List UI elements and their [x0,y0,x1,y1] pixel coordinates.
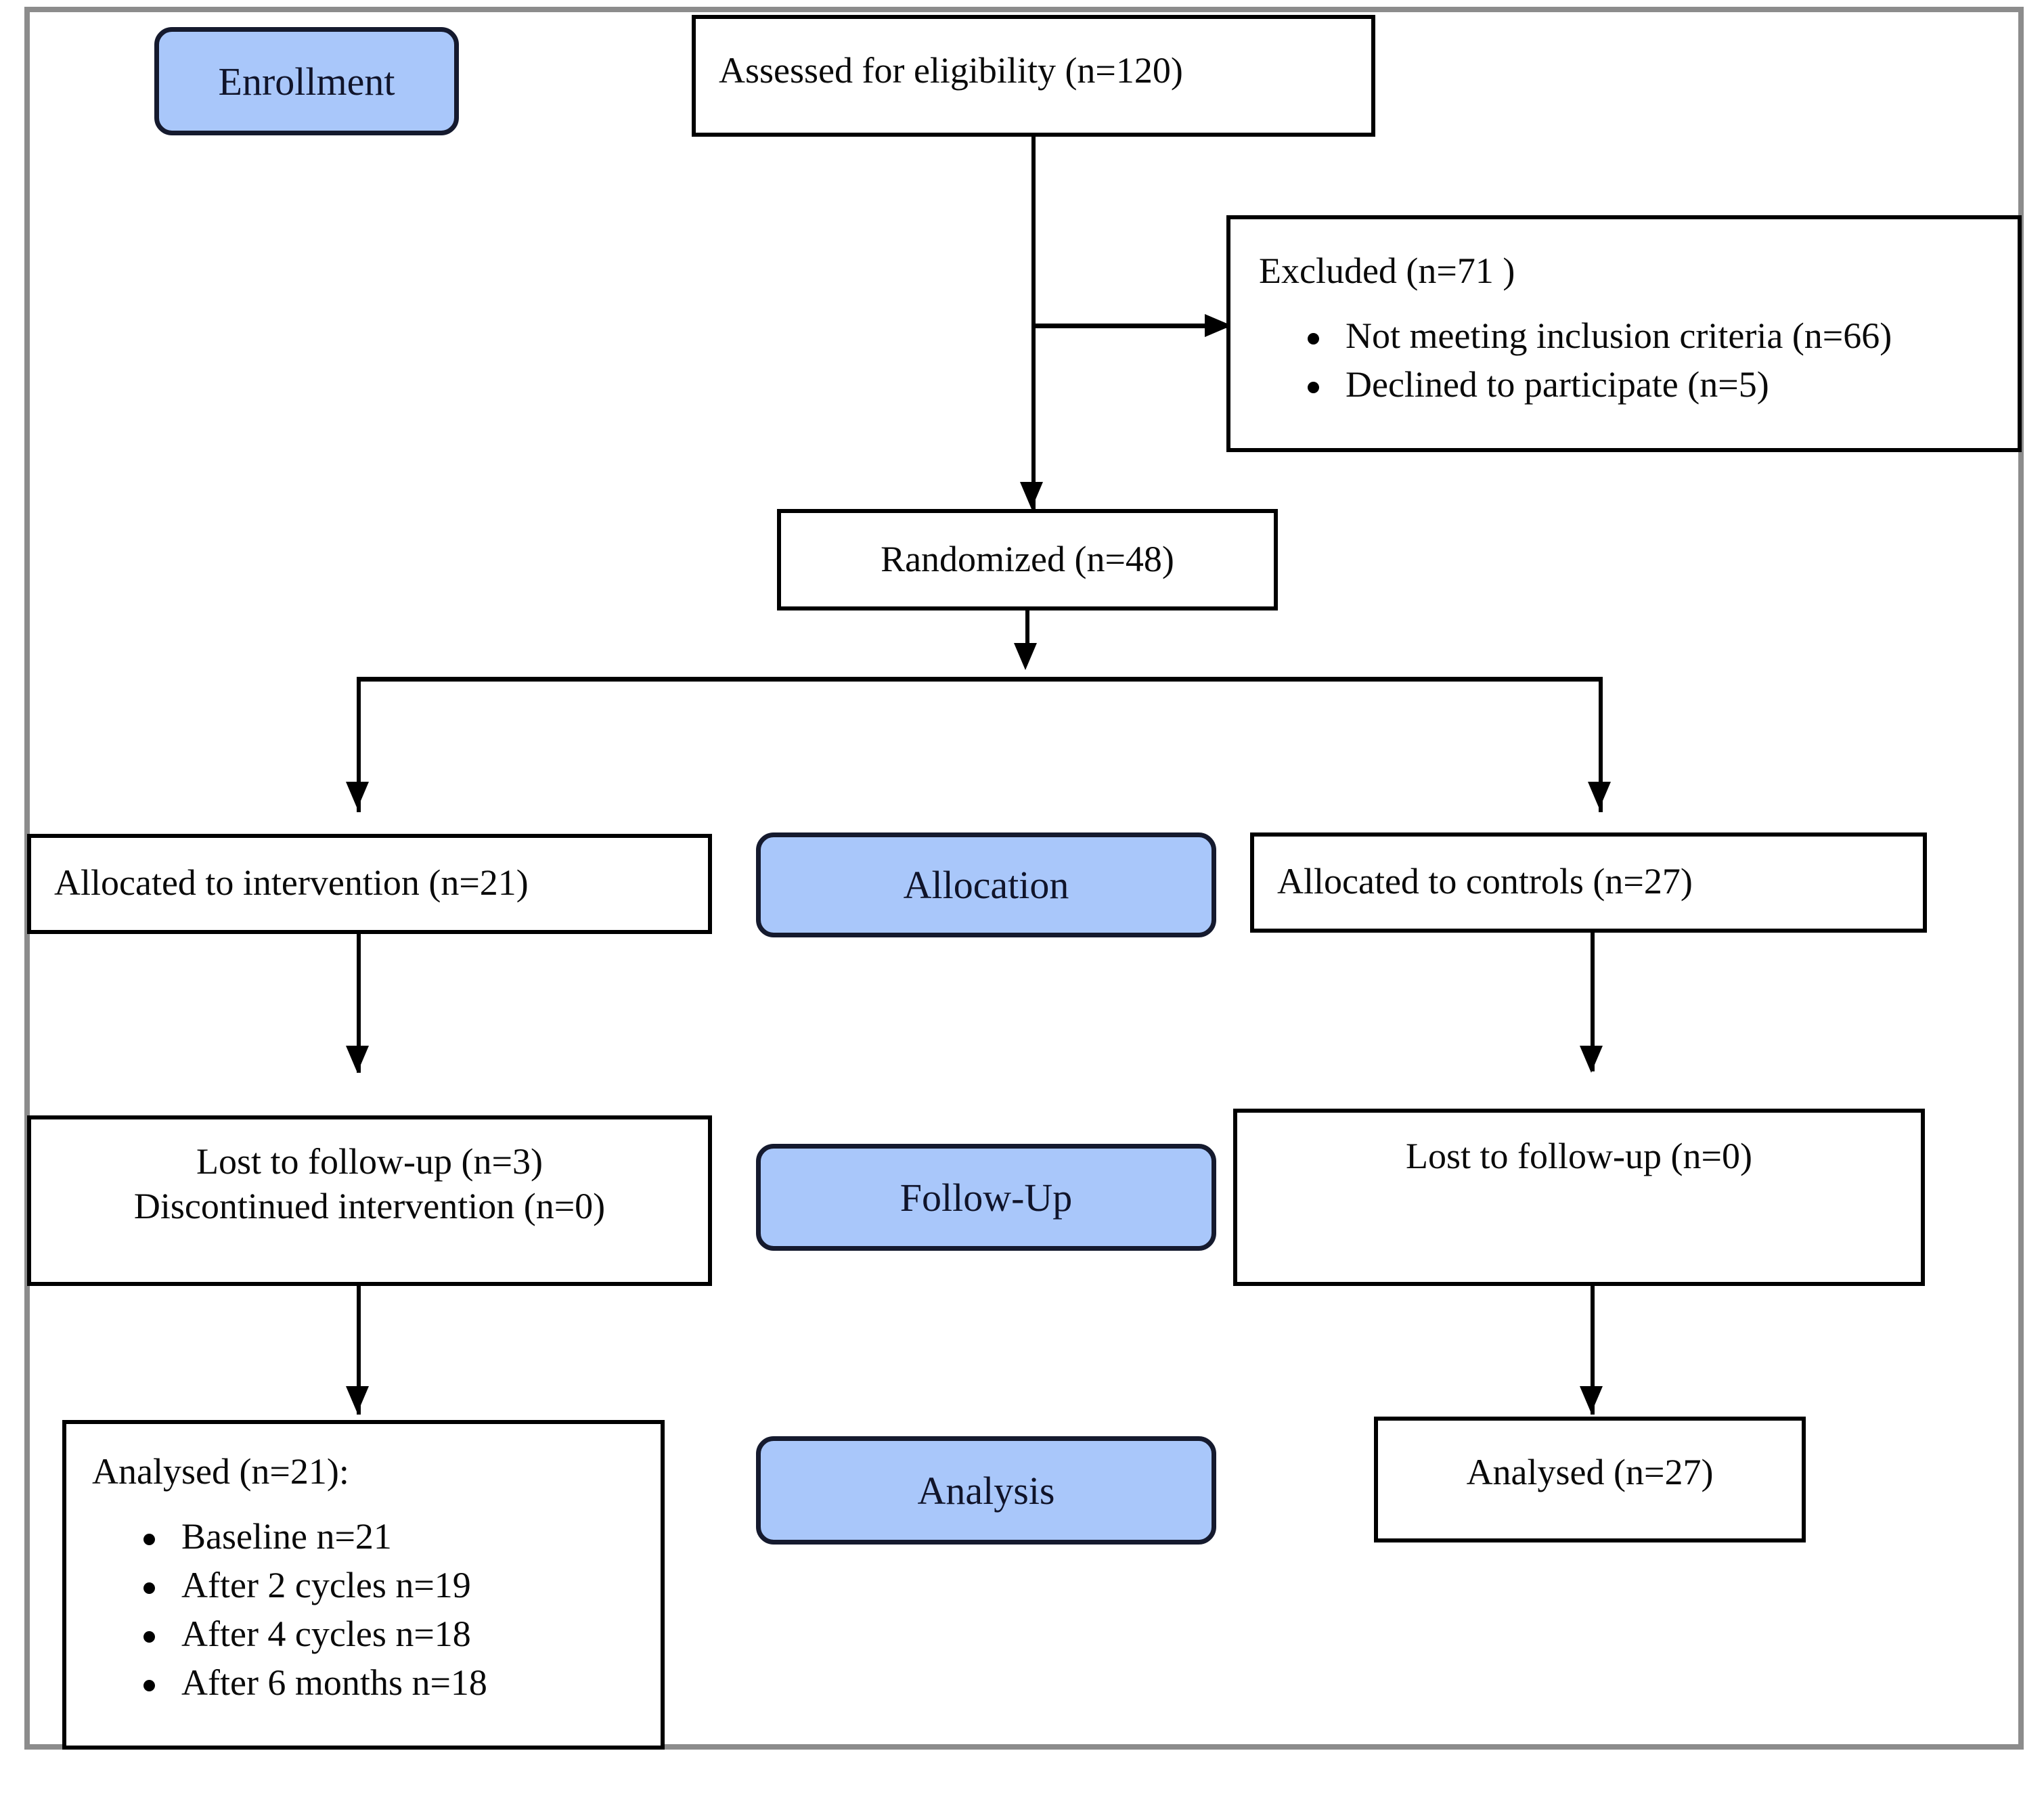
node-analysed-intervention-list: Baseline n=21 After 2 cycles n=19 After … [66,1511,661,1710]
connector-allocated-to-lost-right [1591,933,1595,1071]
connector-lost-to-analysed-right [1591,1286,1595,1415]
connector-lost-to-analysed-left [357,1286,361,1415]
connector-assessed-to-excluded [1031,324,1228,328]
list-item: After 4 cycles n=18 [139,1612,661,1657]
page-frame-bottom [24,1744,2024,1750]
stage-label-allocation: Allocation [756,832,1216,937]
arrowhead-lost-controls [1580,1046,1603,1073]
stage-label-enrollment: Enrollment [154,27,459,135]
node-randomized: Randomized (n=48) [777,509,1278,610]
node-lost-intervention-line2: Discontinued intervention (n=0) [133,1186,606,1226]
list-item: Declined to participate (n=5) [1304,363,2018,407]
node-analysed-intervention-title: Analysed (n=21): [92,1451,349,1492]
node-excluded-list: Not meeting inclusion criteria (n=66) De… [1230,310,2018,412]
node-allocated-intervention-text: Allocated to intervention (n=21) [54,862,529,903]
arrowhead-randomized [1020,482,1043,509]
node-allocated-intervention: Allocated to intervention (n=21) [27,834,712,934]
node-assessed-for-eligibility: Assessed for eligibility (n=120) [692,15,1375,137]
node-lost-controls: Lost to follow-up (n=0) [1233,1109,1925,1286]
node-randomized-text: Randomized (n=48) [881,539,1174,579]
stage-label-followup-text: Follow-Up [899,1175,1073,1220]
stage-label-analysis: Analysis [756,1436,1216,1545]
stage-label-followup: Follow-Up [756,1144,1216,1251]
node-lost-intervention: Lost to follow-up (n=3) Discontinued int… [27,1115,712,1286]
arrowhead-allocated-intervention [346,782,369,809]
arrowhead-allocated-controls [1588,782,1611,809]
list-item: After 6 months n=18 [139,1661,661,1706]
list-item: Not meeting inclusion criteria (n=66) [1304,314,2018,359]
list-item: After 2 cycles n=19 [139,1563,661,1608]
stage-label-allocation-text: Allocation [903,863,1069,907]
connector-randomized-stem [1025,610,1029,658]
node-allocated-controls: Allocated to controls (n=27) [1250,832,1927,933]
arrowhead-split [1014,643,1037,670]
arrowhead-analysed-controls [1580,1386,1603,1413]
arrowhead-lost-intervention [346,1046,369,1073]
page-frame-top [24,7,2024,12]
node-assessed-text: Assessed for eligibility (n=120) [719,50,1183,91]
node-analysed-intervention: Analysed (n=21): Baseline n=21 After 2 c… [62,1420,665,1750]
node-lost-controls-text: Lost to follow-up (n=0) [1406,1136,1752,1176]
node-analysed-controls-text: Analysed (n=27) [1466,1452,1714,1492]
connector-assessed-to-randomized [1031,137,1036,509]
stage-label-enrollment-text: Enrollment [218,59,395,104]
node-excluded-title: Excluded (n=71 ) [1259,250,1515,291]
node-allocated-controls-text: Allocated to controls (n=27) [1277,861,1693,902]
connector-allocated-to-lost-left [357,934,361,1073]
node-analysed-controls: Analysed (n=27) [1374,1417,1806,1542]
stage-label-analysis-text: Analysis [917,1468,1055,1513]
connector-split-bar [357,677,1602,682]
node-lost-intervention-line1: Lost to follow-up (n=3) [196,1141,543,1182]
node-excluded: Excluded (n=71 ) Not meeting inclusion c… [1226,215,2022,452]
connector-split-left [357,677,361,812]
arrowhead-analysed-intervention [346,1386,369,1413]
connector-split-right [1599,677,1603,812]
list-item: Baseline n=21 [139,1515,661,1559]
page-frame-right [2018,7,2024,1750]
